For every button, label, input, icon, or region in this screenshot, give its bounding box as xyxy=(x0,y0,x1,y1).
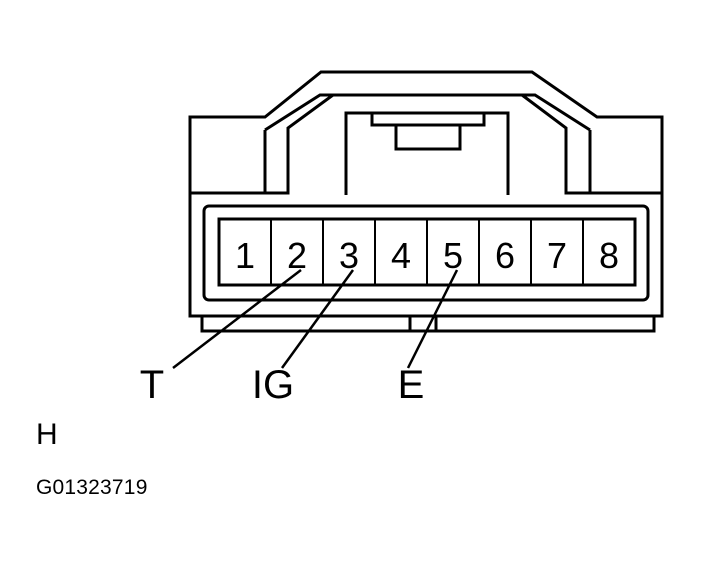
terminal-label-t: T xyxy=(140,363,164,407)
connector-hood xyxy=(264,93,591,132)
latch-top-bar xyxy=(370,111,486,127)
pin-number: 8 xyxy=(599,235,619,276)
leader-line-ig xyxy=(280,269,355,369)
pin-number: 5 xyxy=(443,235,463,276)
terminal-label-ig: IG xyxy=(252,363,294,407)
hood-right-wall xyxy=(521,93,592,195)
hood-left-wall xyxy=(263,93,334,195)
leader-line-t xyxy=(172,269,302,369)
latch-tab xyxy=(394,123,462,151)
pin-number: 3 xyxy=(339,235,359,276)
pin-number: 2 xyxy=(287,235,307,276)
pin-number: 7 xyxy=(547,235,567,276)
view-letter: H xyxy=(36,418,58,451)
center-key xyxy=(408,314,438,333)
pin-number: 6 xyxy=(495,235,515,276)
pin-number: 1 xyxy=(235,235,255,276)
pin-number: 4 xyxy=(391,235,411,276)
leader-line-e xyxy=(406,269,459,369)
figure-code: G01323719 xyxy=(36,476,148,499)
pin-cavity-frame xyxy=(202,204,650,302)
terminal-label-e: E xyxy=(398,363,425,407)
